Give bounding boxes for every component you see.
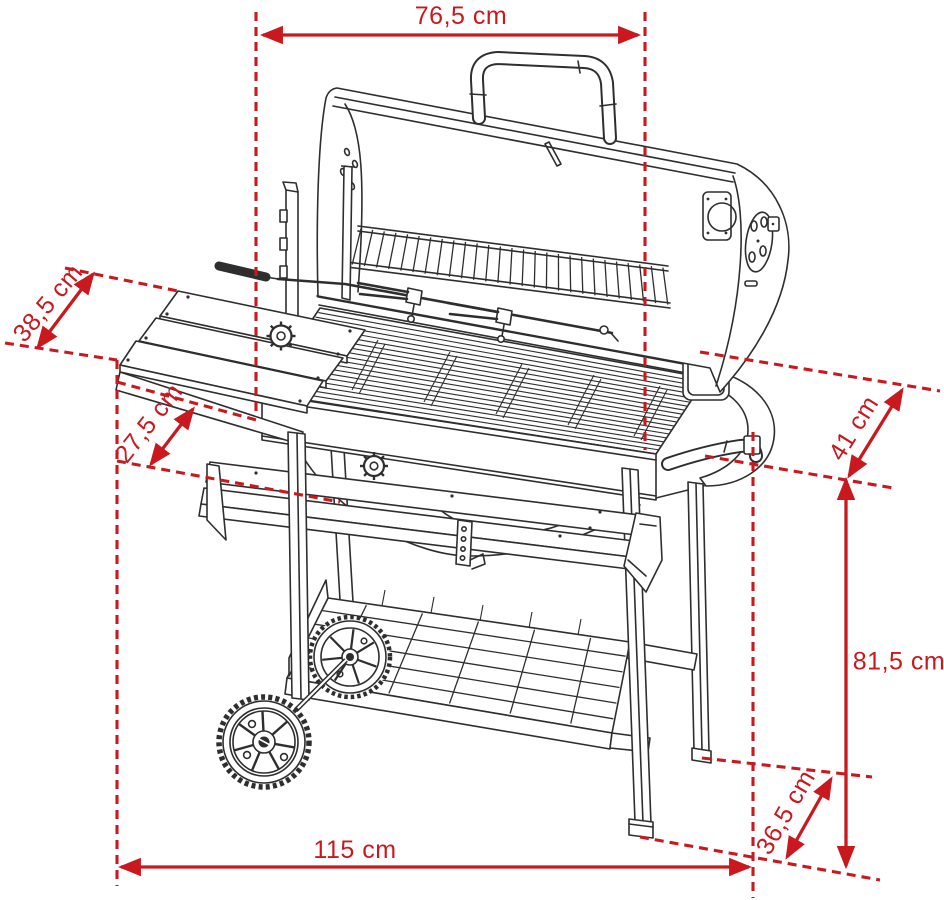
dimension-total-width: 115 cm (117, 836, 753, 877)
attachment-knob-left (266, 321, 296, 351)
dimension-arrow (149, 406, 195, 467)
front-shelf-left-bracket (206, 463, 227, 541)
thermometer-probe (544, 141, 562, 167)
extension-line (699, 350, 941, 393)
firebox (261, 294, 712, 501)
extension-line (639, 835, 881, 882)
grill-drawing (115, 51, 790, 839)
spit-rod (276, 277, 614, 335)
extension-line (116, 380, 261, 423)
dimension-arrow (36, 271, 95, 350)
shelf-pins (381, 589, 582, 636)
lid-handle (469, 51, 617, 145)
lid-support-arm (340, 165, 356, 301)
extension-line (701, 756, 873, 779)
ash-lever (455, 519, 486, 570)
grate-handles (351, 339, 668, 441)
front-shelf-right-bracket (623, 512, 663, 593)
dimension-arrow (847, 387, 904, 479)
spit-crank-handle (214, 261, 271, 282)
dimension-arrow (785, 776, 833, 860)
attachment-knob-front (360, 452, 388, 480)
front-left-leg (287, 431, 310, 701)
spit-height-bracket (285, 189, 299, 323)
rear-right-leg (687, 481, 712, 764)
dimension-working-height: 81,5 cm (836, 476, 944, 870)
cooking-grate (265, 312, 703, 455)
warming-rack (346, 225, 671, 309)
lid-hinge-plate (702, 191, 737, 241)
dimension-label-body-depth: 41 cm (823, 391, 884, 466)
front-wheel (216, 694, 312, 790)
spit-fork-1 (356, 281, 423, 323)
spit-fork-2 (446, 301, 513, 343)
open-lid (316, 51, 790, 393)
dimension-label-top-width: 76,5 cm (415, 2, 507, 30)
dimension-label-total-width: 115 cm (313, 836, 396, 864)
dimension-label-working-height: 81,5 cm (853, 648, 944, 676)
extension-line (116, 459, 341, 504)
extension-line (4, 341, 118, 362)
rotisserie-mount-plate (744, 211, 780, 287)
extension-line (704, 454, 894, 490)
side-table-screws (126, 295, 352, 403)
dimension-top-width: 76,5 cm (254, 2, 647, 450)
dimension-base-depth: 36,5 cm (639, 756, 881, 882)
